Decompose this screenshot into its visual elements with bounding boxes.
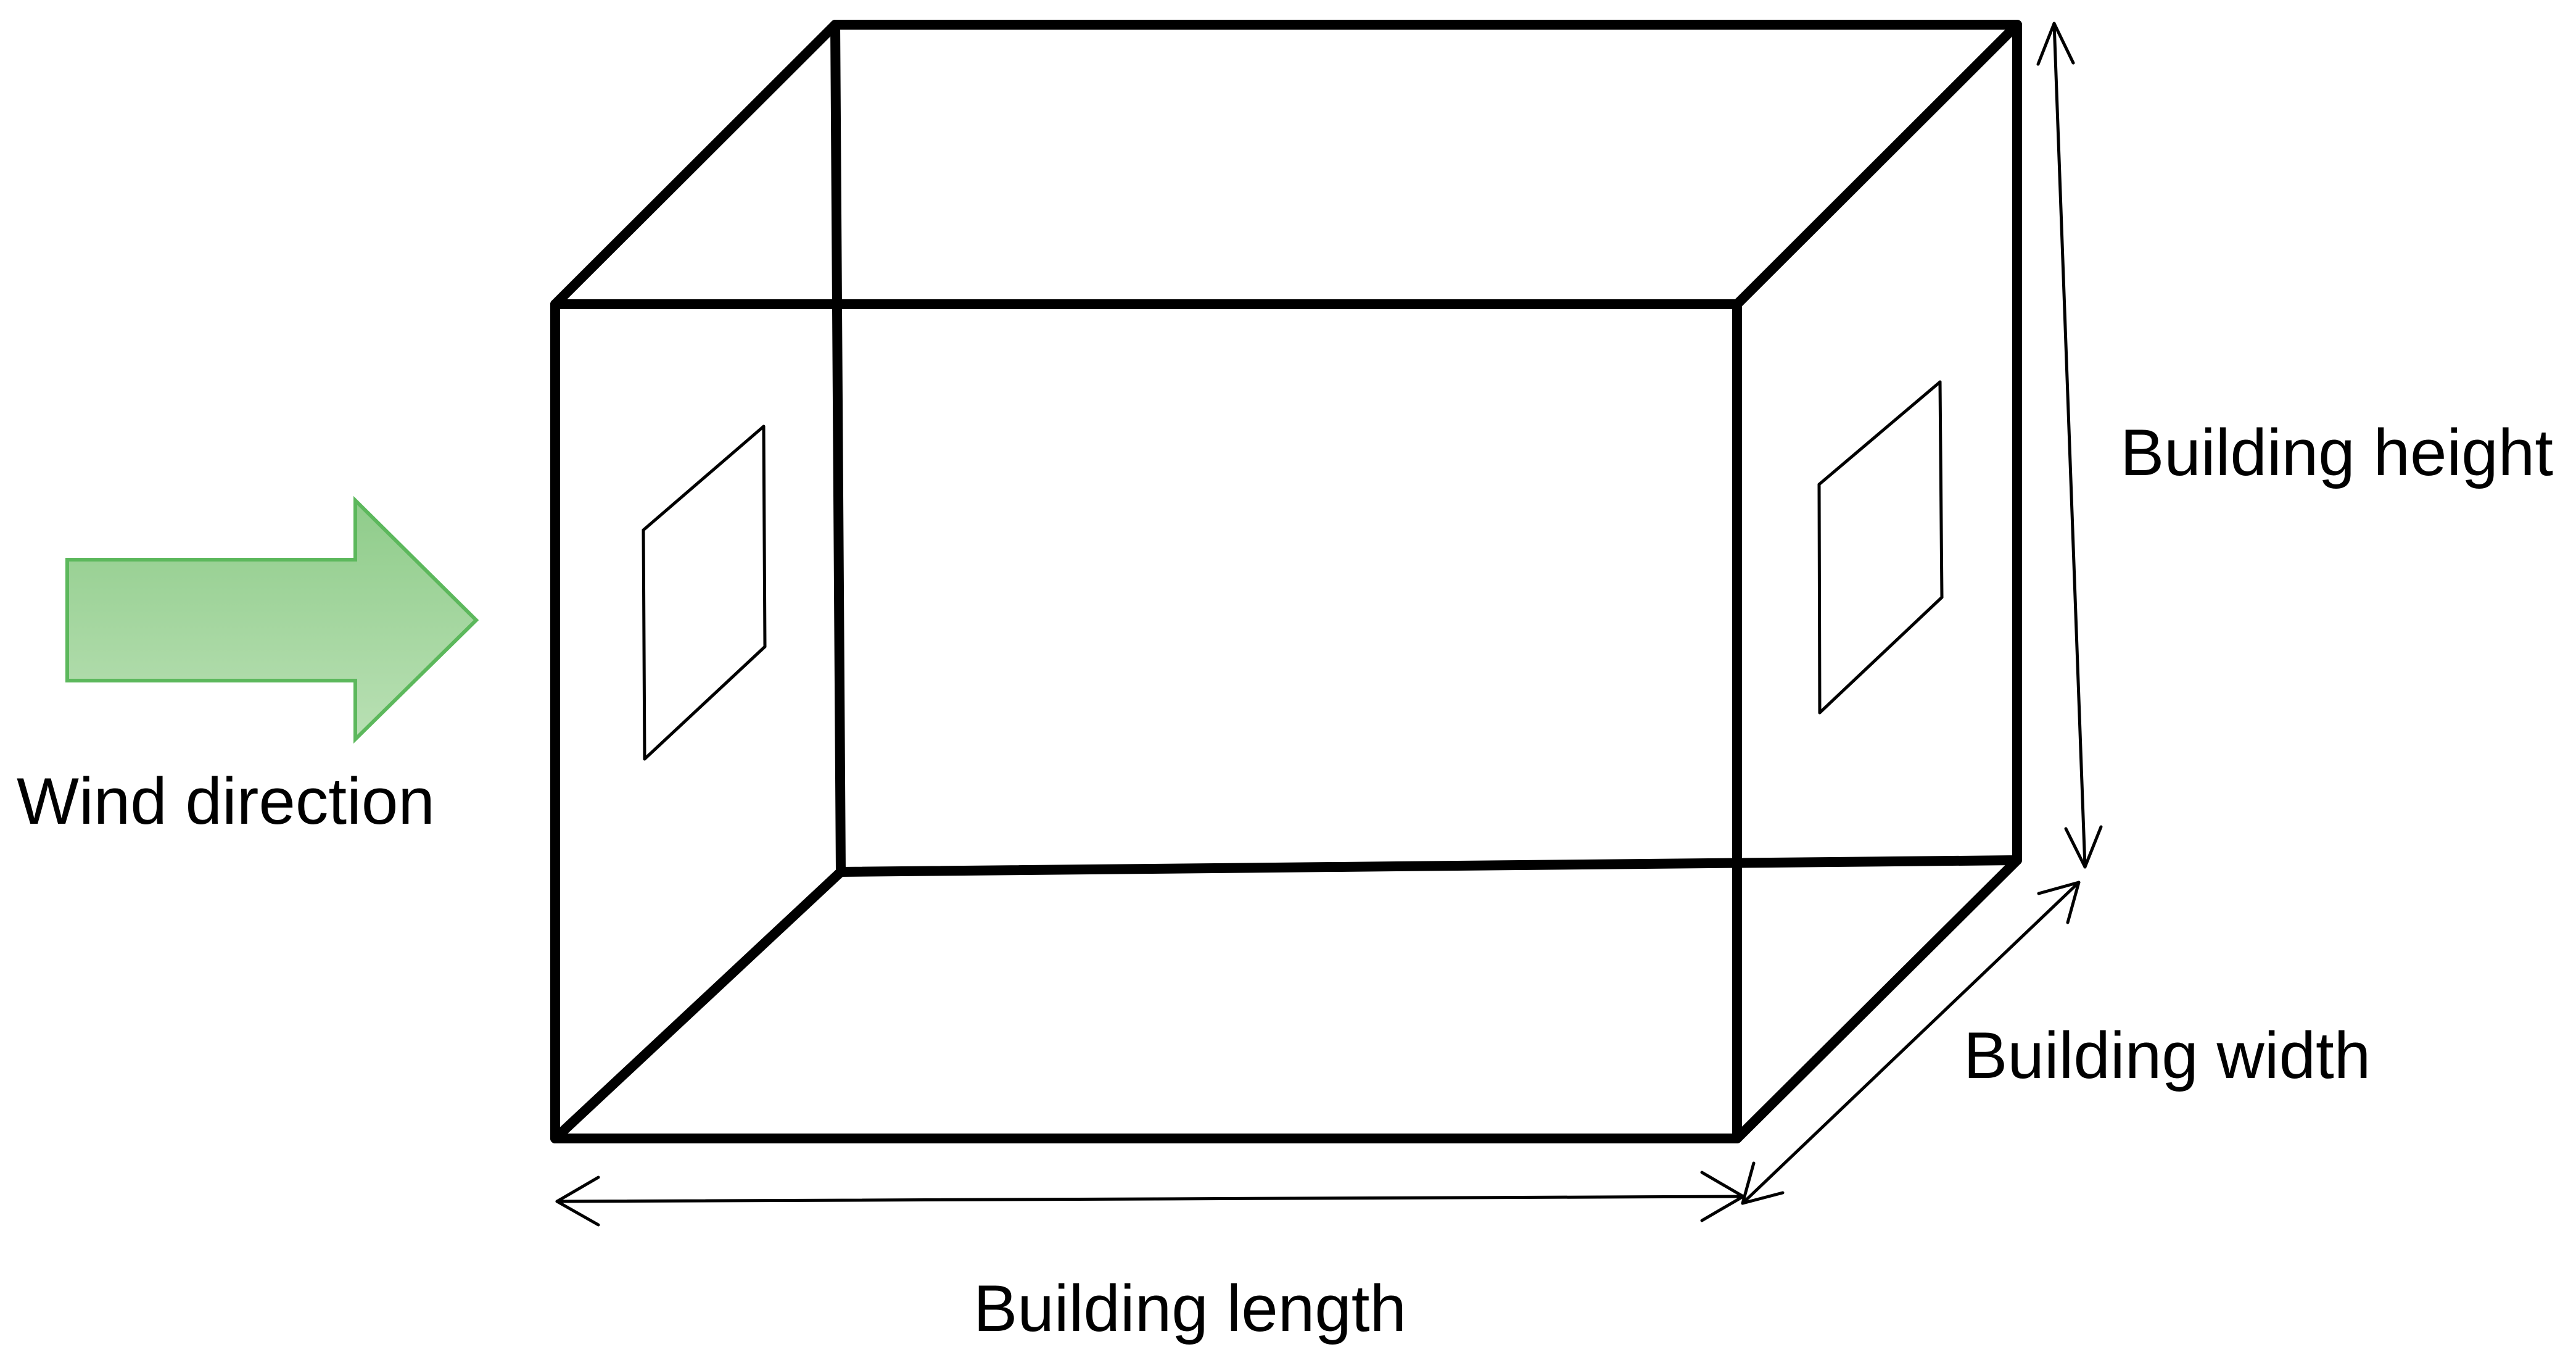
back-face	[830, 20, 2022, 877]
opening-leeward	[1817, 380, 1944, 715]
building-box	[550, 20, 2022, 1143]
width-dimension-arrow	[1741, 881, 2081, 1205]
height-dimension-arrow	[2036, 22, 2103, 869]
building-height-label: Building height	[2120, 415, 2553, 489]
edge-top-left	[550, 20, 840, 309]
wind-arrow-icon	[65, 495, 479, 744]
length-dimension-arrow	[555, 1171, 1745, 1227]
edge-bottom-right	[1732, 855, 2022, 1143]
opening-windward	[642, 425, 767, 761]
building-length-label: Building length	[973, 1271, 1406, 1345]
edge-top-right	[1732, 20, 2022, 309]
edge-bottom-left	[550, 867, 846, 1143]
building-width-label: Building width	[1963, 1018, 2371, 1092]
front-face	[550, 299, 1742, 1143]
wind-direction-label: Wind direction	[17, 764, 435, 838]
